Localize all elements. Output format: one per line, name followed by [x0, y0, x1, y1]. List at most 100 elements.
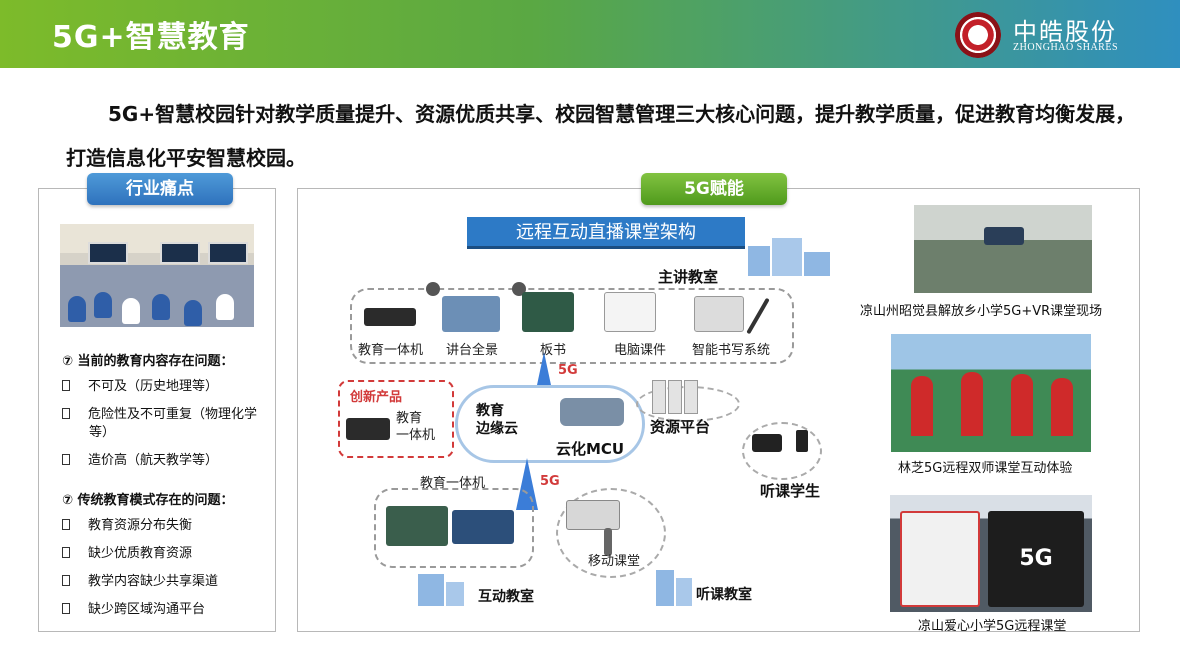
classroom-photo	[60, 224, 254, 327]
main-classroom-group	[350, 288, 794, 364]
photo-student	[961, 372, 983, 436]
logo-english-name: ZHONGHAO SHARES	[1013, 42, 1119, 53]
logo-mark-icon	[955, 12, 1001, 58]
bullet-icon	[62, 575, 70, 586]
intro-paragraph: 5G+智慧校园针对教学质量提升、资源优质共享、校园智慧管理三大核心问题，提升教学…	[66, 102, 1136, 170]
mobile-terminal-screen	[566, 500, 620, 530]
vr-classroom-photo	[914, 205, 1092, 293]
list-item-text: 造价高（航天教学等）	[88, 453, 219, 468]
student-figure	[94, 292, 112, 318]
photo-caption: 凉山爱心小学5G远程课堂	[918, 619, 1067, 634]
screen-thumb	[452, 510, 514, 544]
poster-board	[900, 511, 980, 607]
server-icon	[668, 380, 682, 414]
main-classroom-label: 主讲教室	[658, 268, 719, 286]
edge-cloud-label: 教育边缘云	[476, 402, 518, 438]
student-figure	[184, 300, 202, 326]
device-label: 电脑课件	[614, 343, 667, 358]
innovation-label: 创新产品	[350, 390, 403, 405]
5g-empowerment-pill: 5G赋能	[641, 173, 787, 205]
edge-cloud-line1: 教育	[476, 403, 504, 419]
laptop-icon	[752, 434, 782, 452]
list-item-text: 缺少跨区域沟通平台	[88, 602, 206, 617]
courseware-thumb	[604, 292, 656, 332]
photo-student	[1051, 378, 1073, 436]
device-label: 讲台全景	[446, 343, 499, 358]
innovation-device-label: 教育一体机	[396, 410, 435, 444]
bullet-icon	[62, 454, 70, 465]
classroom-panorama-thumb	[442, 296, 500, 332]
dual-teacher-photo	[891, 334, 1091, 452]
mobile-classroom-label: 移动课堂	[588, 554, 641, 569]
bullet-icon	[62, 380, 70, 391]
remote-classroom-photo: 5G	[890, 495, 1092, 612]
innovation-device-line1: 教育	[396, 411, 423, 426]
blackboard-thumb	[386, 506, 448, 546]
list-item-text: 不可及（历史地理等）	[88, 379, 219, 394]
list-item: 缺少优质教育资源	[62, 545, 267, 563]
list-item-text: 危险性及不可重复（物理化学等）	[88, 407, 258, 440]
building-icon	[446, 582, 464, 606]
photo-screen	[984, 227, 1024, 245]
pain-points-pill: 行业痛点	[87, 173, 233, 205]
screen-left	[88, 242, 128, 264]
photo-caption: 林芝5G远程双师课堂互动体验	[898, 461, 1073, 476]
5g-label-top: 5G	[558, 363, 578, 378]
list-item-text: 教育资源分布失衡	[88, 518, 193, 533]
section2-title: ⑦ 传统教育模式存在的问题：	[62, 489, 234, 508]
bottom-device-label: 教育一体机	[420, 476, 486, 491]
section2-title-text: 传统教育模式存在的问题：	[77, 493, 234, 508]
list-item: 教学内容缺少共享渠道	[62, 573, 267, 591]
blackboard-thumb	[522, 292, 574, 332]
camera-icon	[426, 282, 440, 296]
list-item-text: 缺少优质教育资源	[88, 546, 193, 561]
architecture-title: 远程互动直播课堂架构	[467, 217, 745, 249]
device-label: 智能书写系统	[692, 343, 771, 358]
edu-terminal-device	[346, 418, 390, 440]
device-label: 教育一体机	[358, 343, 424, 358]
logo-chinese-name: 中皓股份	[1013, 18, 1117, 46]
building-icon	[804, 252, 830, 276]
listening-students-label: 听课学生	[760, 482, 821, 500]
photo-caption: 凉山州昭觉县解放乡小学5G+VR课堂现场	[860, 304, 1103, 319]
building-icon	[676, 578, 692, 606]
list-item-text: 教学内容缺少共享渠道	[88, 574, 219, 589]
building-icon	[772, 238, 802, 276]
list-item: 危险性及不可重复（物理化学等）	[62, 406, 267, 442]
bullet-icon	[62, 603, 70, 614]
photo-student	[911, 376, 933, 436]
building-icon	[656, 570, 674, 606]
student-figure	[152, 294, 170, 320]
mobile-classroom-ring	[556, 488, 666, 578]
server-icon	[684, 380, 698, 414]
section1-glyph: ⑦	[62, 354, 74, 369]
cloud-mcu-label: 云化MCU	[556, 440, 625, 458]
list-item: 造价高（航天教学等）	[62, 452, 267, 470]
student-figure	[68, 296, 86, 322]
interactive-classroom-group	[374, 488, 534, 568]
student-figure	[216, 294, 234, 320]
screen-right	[208, 242, 248, 264]
list-item: 缺少跨区域沟通平台	[62, 601, 267, 619]
company-logo: 中皓股份 ZHONGHAO SHARES	[955, 10, 1170, 60]
student-figure	[122, 298, 140, 324]
header-banner: 5G+智慧教育 中皓股份 ZHONGHAO SHARES	[0, 0, 1180, 68]
resource-platform-label: 资源平台	[650, 418, 711, 436]
photo-student	[1011, 374, 1033, 436]
edge-cloud-line2: 边缘云	[476, 421, 518, 437]
building-icon	[418, 574, 444, 606]
building-icon	[748, 246, 770, 276]
section2-glyph: ⑦	[62, 493, 74, 508]
students-ring	[742, 422, 822, 480]
listening-classroom-label: 听课教室	[696, 587, 752, 603]
innovation-product-box	[338, 380, 454, 458]
phone-icon	[796, 430, 808, 452]
poster-board-dark: 5G	[988, 511, 1084, 607]
edu-terminal-device	[364, 308, 416, 326]
bullet-icon	[62, 519, 70, 530]
terminal-stand	[604, 528, 612, 556]
list-item: 教育资源分布失衡	[62, 517, 267, 535]
section1-title: ⑦ 当前的教育内容存在问题：	[62, 350, 234, 369]
page-title: 5G+智慧教育	[52, 20, 250, 55]
section1-title-text: 当前的教育内容存在问题：	[77, 354, 234, 369]
